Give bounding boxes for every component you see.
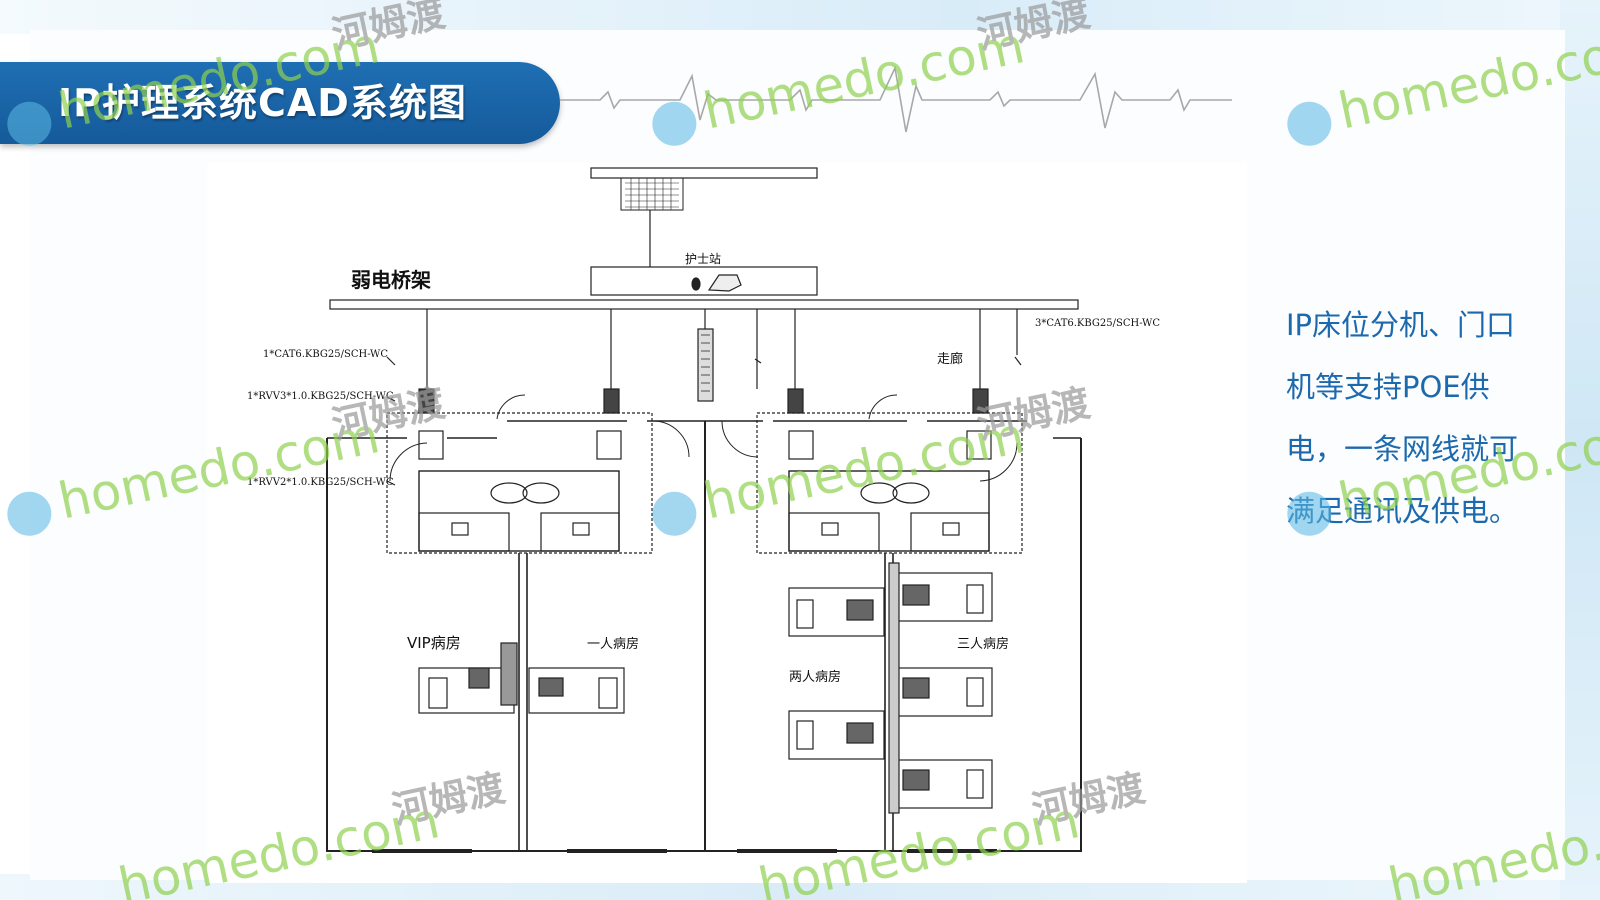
room-label-vip: VIP病房 [407, 634, 461, 652]
cable-note-4: 3*CAT6.KBG25/SCH-WC [1035, 318, 1160, 329]
cable-note-1: 1*CAT6.KBG25/SCH-WC [263, 349, 388, 360]
room-label-triple: 三人病房 [957, 636, 1009, 652]
bathroom-right [756, 412, 1023, 554]
console-icon [707, 274, 742, 292]
network-switch [697, 328, 714, 402]
background-top-band [0, 0, 1600, 34]
nurse-station-label: 护士站 [685, 252, 721, 266]
door-unit-3 [787, 388, 804, 414]
phone-icon [691, 277, 701, 291]
title-bar [0, 62, 560, 144]
server-rack [590, 167, 818, 179]
room-label-double: 两人病房 [789, 669, 841, 685]
background-right-band [1560, 0, 1600, 900]
bathroom-left [386, 412, 653, 554]
nurse-station-box [590, 266, 818, 296]
cable-tray [329, 299, 1079, 310]
corridor-label: 走廊 [937, 351, 963, 367]
door-unit-1 [418, 388, 435, 414]
cable-note-2: 1*RVV3*1.0.KBG25/SCH-WC [247, 391, 394, 402]
cable-note-3: 1*RVV2*1.0.KBG25/SCH-WC [247, 477, 394, 488]
description-text: IP床位分机、门口机等支持POE供电，一条网线就可满足通讯及供电。 [1286, 308, 1519, 528]
room-label-single: 一人病房 [587, 636, 639, 652]
slide-title: IP护理系统CAD系统图 [58, 81, 467, 125]
bed-double-1 [788, 587, 885, 637]
bed-vip [418, 667, 515, 714]
door-unit-4 [972, 388, 989, 414]
cad-floor-plan: 弱电桥架 护士站 走廊 1*CAT6.KBG25/SCH-WC 1*RVV3*1… [207, 163, 1247, 883]
heartbeat-line-decoration [560, 65, 1232, 133]
door-unit-2 [603, 388, 620, 414]
tray-label: 弱电桥架 [351, 268, 431, 292]
